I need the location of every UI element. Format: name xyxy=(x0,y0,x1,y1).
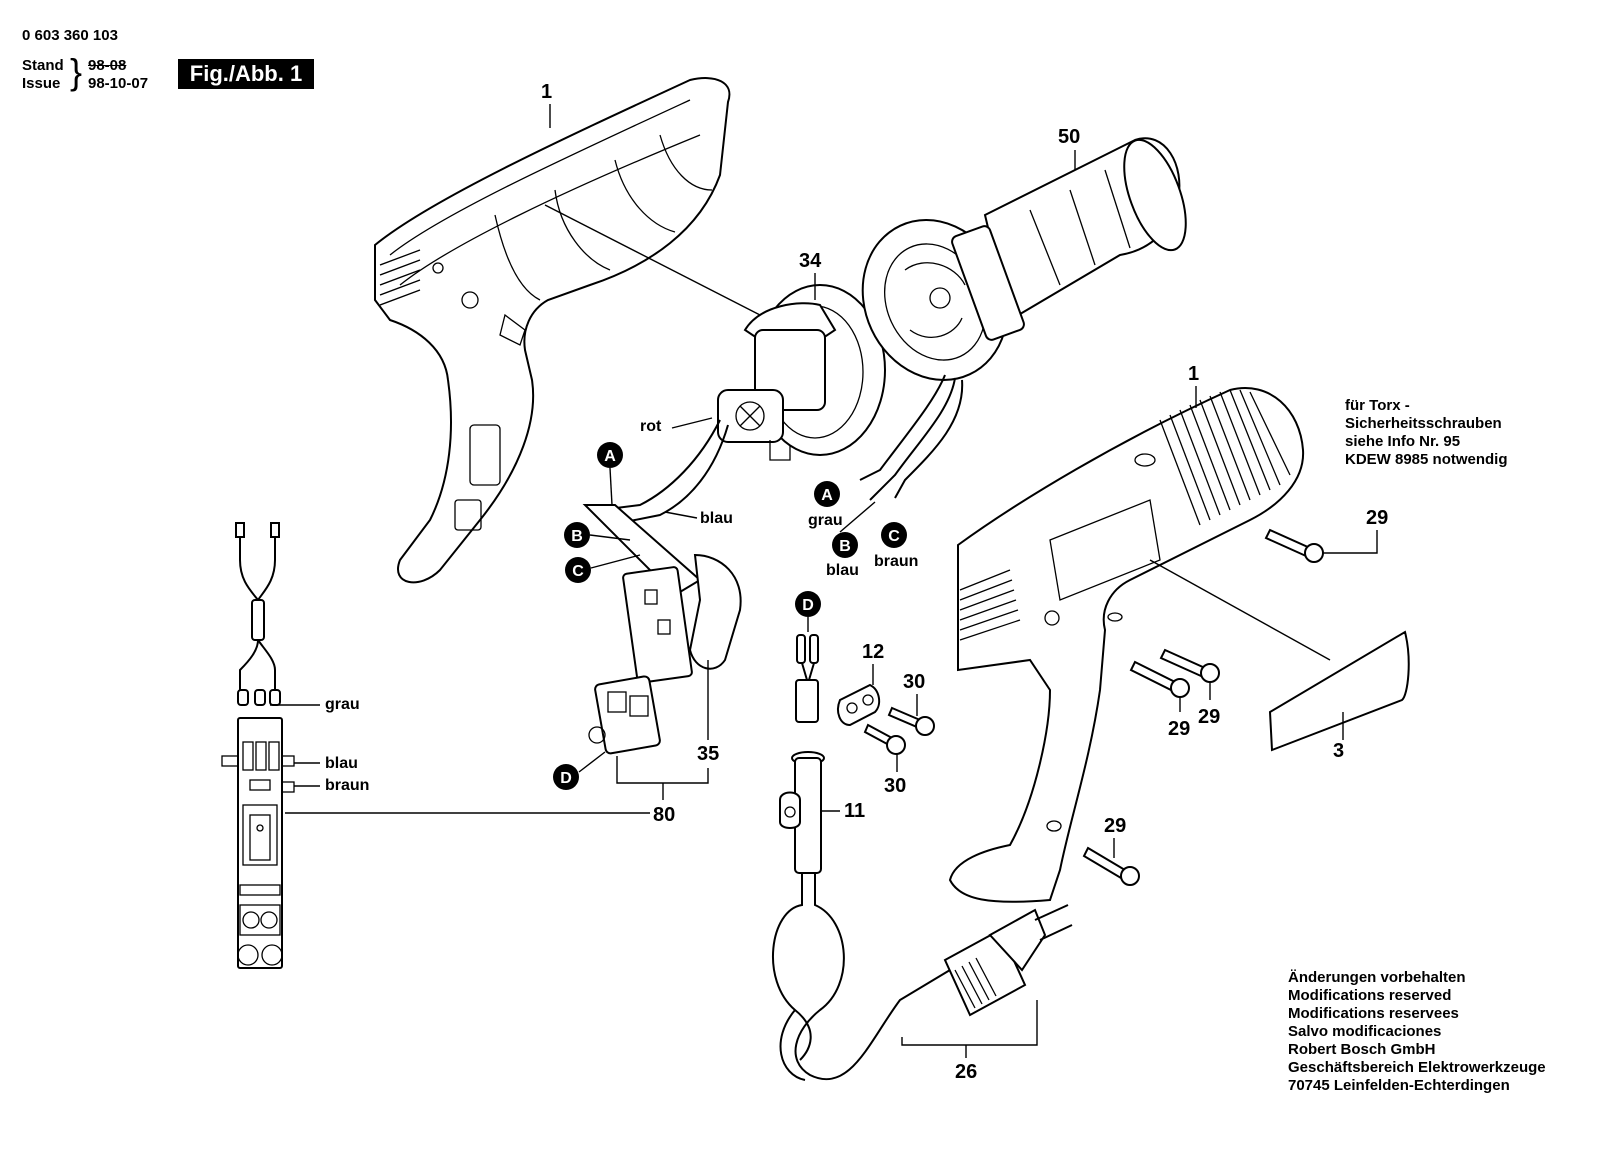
heater-wires xyxy=(859,374,964,501)
connector-c-heater-badge xyxy=(881,522,907,548)
connector-d-cable-badge xyxy=(795,591,821,617)
wire-label-blau-schematic: blau xyxy=(325,755,358,772)
part-number-29-middle-a: 29 xyxy=(1198,706,1220,728)
part-number-12: 12 xyxy=(862,641,884,663)
issue-date: 98-10-07 xyxy=(88,75,149,92)
switch-schematic xyxy=(221,522,295,969)
issue-label: Issue xyxy=(22,75,61,92)
part-number-26: 26 xyxy=(955,1061,977,1083)
wire-label-braun-heater: braun xyxy=(874,553,918,570)
footer-note: Änderungen vorbehalten Modifications res… xyxy=(1288,969,1546,1095)
footer-note-line: Salvo modificaciones xyxy=(1288,1023,1442,1040)
connector-d-cable: D xyxy=(802,597,814,614)
motor-wires xyxy=(599,419,729,526)
leader-line xyxy=(671,417,713,429)
stand-label: Stand xyxy=(22,57,64,74)
housing-right-shell xyxy=(948,387,1305,903)
clamp-screws xyxy=(863,706,935,755)
part-number-29-middle-b: 29 xyxy=(1168,718,1190,740)
connector-a-heater: A xyxy=(821,487,833,504)
leader-line xyxy=(609,467,613,506)
connector-a-switch-badge xyxy=(597,442,623,468)
leader-line xyxy=(590,554,641,569)
leader-line xyxy=(544,204,761,316)
footer-note-line: Modifications reserved xyxy=(1288,987,1452,1004)
footer-note-line: Geschäftsbereich Elektrowerkzeuge xyxy=(1288,1059,1546,1076)
brace-icon: } xyxy=(70,51,83,92)
figure-badge: Fig./Abb. 1 xyxy=(178,59,314,89)
connector-b-switch: B xyxy=(571,528,583,545)
wire-label-blau-heater: blau xyxy=(826,562,859,579)
footer-note-line: Modifications reservees xyxy=(1288,1005,1459,1022)
part-number-1-left: 1 xyxy=(541,81,552,103)
bracket-26 xyxy=(901,1000,1038,1046)
connector-b-heater-badge xyxy=(832,532,858,558)
part-number-29-handle: 29 xyxy=(1104,815,1126,837)
part-number-29-top-right: 29 xyxy=(1366,507,1388,529)
part-number-1-right: 1 xyxy=(1188,363,1199,385)
leader-line xyxy=(578,751,606,773)
wire-label-grau-schematic: grau xyxy=(325,696,360,713)
wire-label-blau-switch: blau xyxy=(700,510,733,527)
connector-c-switch: C xyxy=(572,563,584,580)
leader-line xyxy=(1149,559,1331,661)
part-number-34: 34 xyxy=(799,250,822,272)
connector-b-heater: B xyxy=(839,538,851,555)
document-number: 0 603 360 103 xyxy=(22,27,118,44)
cable-end xyxy=(795,634,819,723)
nameplate xyxy=(1268,630,1410,752)
housing-left-shell xyxy=(374,77,731,584)
part-number-35: 35 xyxy=(697,743,719,765)
footer-note-line: Robert Bosch GmbH xyxy=(1288,1041,1436,1058)
cable-clamp xyxy=(837,683,881,727)
screw-handle xyxy=(1082,846,1140,886)
screw-middle-b xyxy=(1129,660,1190,698)
switch-assembly xyxy=(582,504,742,755)
footer-note-line: Änderungen vorbehalten xyxy=(1288,969,1466,986)
screw-top-right xyxy=(1264,528,1324,563)
part-number-50: 50 xyxy=(1058,126,1080,148)
bracket-80 xyxy=(616,756,709,784)
torx-note-line: für Torx - xyxy=(1345,397,1410,414)
screw-middle-a xyxy=(1159,648,1220,683)
torx-note-line: Sicherheitsschrauben xyxy=(1345,415,1502,432)
torx-note-line: siehe Info Nr. 95 xyxy=(1345,433,1461,450)
connector-a-heater-badge xyxy=(814,481,840,507)
connector-d-switch: D xyxy=(560,770,572,787)
part-number-11: 11 xyxy=(844,800,865,822)
part-number-30-top: 30 xyxy=(903,671,925,693)
nozzle-heater-assembly xyxy=(861,137,1187,381)
torx-note: für Torx - Sicherheitsschrauben siehe In… xyxy=(1345,397,1508,469)
leader-line xyxy=(1323,530,1378,554)
part-number-3: 3 xyxy=(1333,740,1344,762)
part-number-30-bottom: 30 xyxy=(884,775,906,797)
footer-note-line: 70745 Leinfelden-Echterdingen xyxy=(1288,1077,1510,1094)
connector-d-switch-badge xyxy=(553,764,579,790)
connector-c-heater: C xyxy=(888,528,900,545)
power-cord xyxy=(772,873,1073,1081)
stand-date: 98-08 xyxy=(88,57,127,74)
leader-line xyxy=(839,501,876,533)
leader-line xyxy=(589,534,631,541)
connector-a-switch: A xyxy=(604,448,616,465)
wire-label-braun-schematic: braun xyxy=(325,777,369,794)
connector-b-switch-badge xyxy=(564,522,590,548)
connector-c-switch-badge xyxy=(565,557,591,583)
wire-label-rot: rot xyxy=(640,418,662,435)
part-number-80: 80 xyxy=(653,804,675,826)
wire-label-grau-heater: grau xyxy=(808,512,843,529)
fan-motor-assembly xyxy=(717,284,886,461)
torx-note-line: KDEW 8985 notwendig xyxy=(1345,451,1508,468)
leader-line xyxy=(664,511,698,519)
strain-relief xyxy=(779,751,825,874)
